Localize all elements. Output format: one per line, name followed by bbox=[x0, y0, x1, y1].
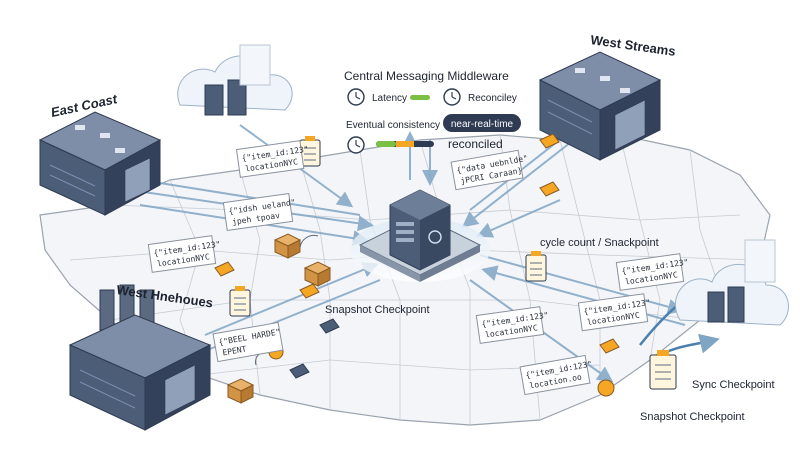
data-flow-arrows bbox=[106, 117, 686, 383]
sync-checkpoint-label: Sync Checkpoint bbox=[692, 379, 775, 391]
tag-icon bbox=[214, 261, 235, 277]
package-box-icon bbox=[226, 378, 255, 404]
clipboard-icon bbox=[299, 136, 321, 167]
arrow bbox=[476, 199, 561, 238]
latency-label: Latency bbox=[372, 93, 407, 104]
tag-icon bbox=[539, 181, 560, 197]
json-card: {"data uebnlde" jPCRI Caraan} bbox=[450, 149, 529, 191]
snapshot-checkpoint-center-label: Snapshot Checkpoint bbox=[325, 304, 430, 316]
cloud-server-right bbox=[674, 239, 789, 326]
cloud-server-top-left bbox=[177, 44, 293, 116]
arrow bbox=[204, 262, 379, 336]
server-status-icon bbox=[428, 230, 442, 244]
arrow bbox=[481, 265, 686, 326]
json-card: {"item_id:123" locationNYC bbox=[577, 293, 651, 332]
reconcile-label: Reconciley bbox=[468, 93, 517, 104]
cycle-count-label: cycle count / Snackpoint bbox=[540, 237, 659, 249]
reconciled-label: reconciled bbox=[448, 137, 503, 151]
west-warehouses-factory bbox=[68, 284, 212, 431]
tag-icon bbox=[599, 338, 620, 354]
tag-icon bbox=[299, 283, 320, 299]
json-card: {"item_id:123" locationNYC bbox=[475, 306, 549, 344]
consistency-bar-green bbox=[376, 141, 396, 147]
package-box-icon bbox=[273, 233, 302, 259]
clipboard-icons bbox=[229, 136, 677, 390]
clipboard-icon bbox=[229, 286, 251, 317]
json-card: {"BEEL HARDE" EPENT bbox=[212, 321, 284, 363]
clipboard-icon bbox=[649, 350, 677, 390]
tag-icon bbox=[539, 133, 560, 149]
sensor-icon bbox=[597, 379, 615, 397]
snapshot-checkpoint-bottom-label: Snapshot Checkpoint bbox=[640, 411, 745, 423]
middleware-title: Central Messaging Middleware bbox=[344, 69, 509, 83]
tag-icon bbox=[289, 363, 310, 379]
json-card: {"idsh ueland" jpeh tpoav bbox=[222, 192, 296, 232]
wifi-icon bbox=[299, 234, 319, 249]
json-card: {"item_id:123" location.oo bbox=[519, 354, 593, 396]
central-server bbox=[350, 189, 490, 282]
arrow bbox=[461, 134, 581, 228]
middleware-panel: Central Messaging Middleware Latency Rec… bbox=[344, 69, 521, 154]
package-box-icon bbox=[303, 261, 332, 287]
tag-icon bbox=[319, 318, 340, 334]
near-real-time-badge bbox=[443, 114, 521, 132]
card-line-2: EPENT bbox=[222, 344, 247, 357]
near-real-time-text: near-real-time bbox=[451, 119, 514, 130]
arrow bbox=[479, 254, 684, 315]
eventual-consistency-label: Eventual consistency bbox=[346, 120, 440, 131]
json-card: {"item_id:123" locationNYC bbox=[615, 253, 689, 291]
json-card: {"item_id:123" locationNYC bbox=[147, 235, 221, 273]
json-card: {"item_id:123" locationNYC bbox=[235, 140, 309, 178]
west-streams-warehouse bbox=[538, 51, 662, 161]
latency-bar bbox=[410, 95, 430, 100]
east-coast-label: East Coast bbox=[50, 91, 119, 120]
clipboard-icon bbox=[525, 251, 547, 282]
east-coast-warehouse bbox=[38, 111, 162, 216]
consistency-bar-orange bbox=[396, 141, 414, 147]
